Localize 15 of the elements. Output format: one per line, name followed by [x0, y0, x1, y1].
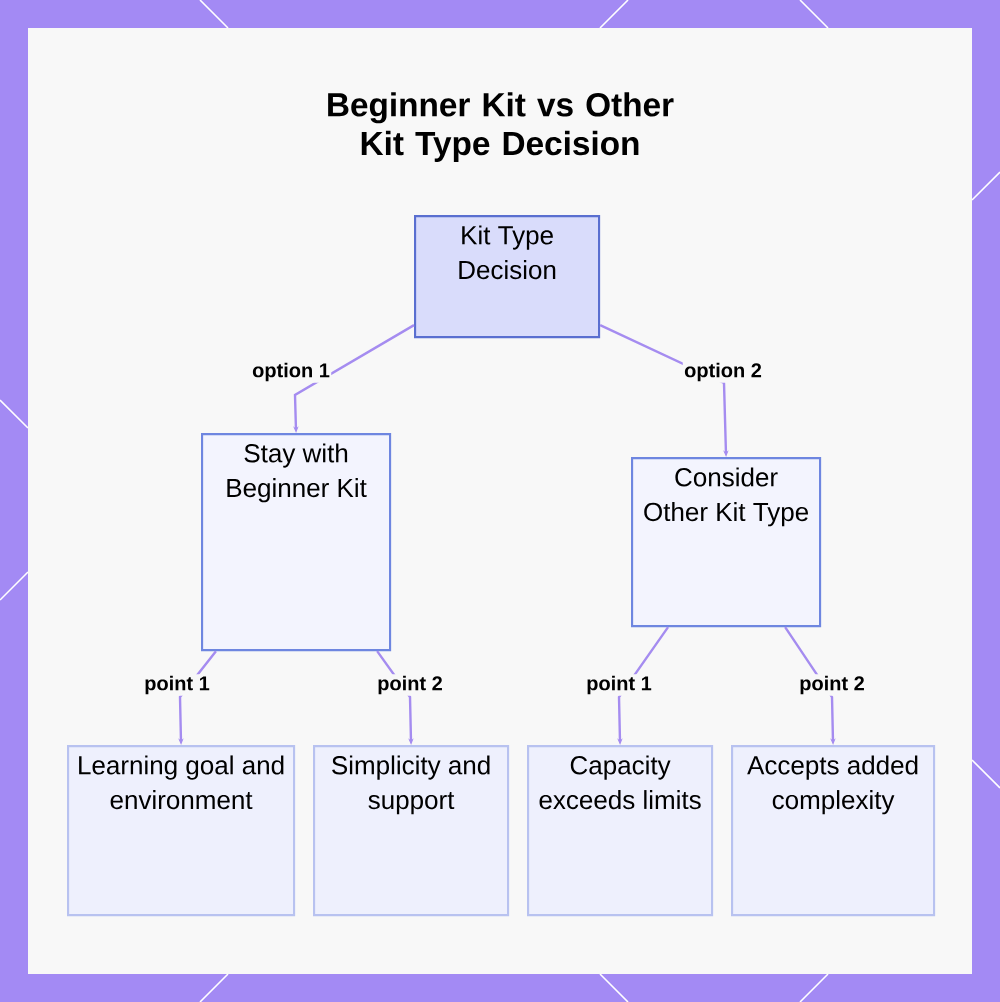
point-box: Learning goal and environment [67, 745, 296, 917]
option-box: Stay with Beginner Kit [201, 433, 392, 652]
edge-label: point 1 [142, 674, 212, 696]
point-box: Accepts added complexity [731, 745, 936, 917]
point-box: Simplicity and support [313, 745, 510, 917]
title: Beginner Kit vs Other Kit Type Decision [328, 92, 674, 162]
point-box: Capacity exceeds limits [527, 745, 714, 917]
edge-label: point 1 [584, 674, 654, 696]
arrow [293, 324, 415, 433]
edge-label: point 2 [797, 674, 867, 696]
decision-box: Kit Type Decision [414, 215, 601, 339]
edge-label: option 1 [250, 361, 332, 383]
option-box: Consider Other Kit Type [631, 457, 822, 628]
edge-label: point 2 [375, 674, 445, 696]
edge-label: option 2 [682, 361, 764, 383]
